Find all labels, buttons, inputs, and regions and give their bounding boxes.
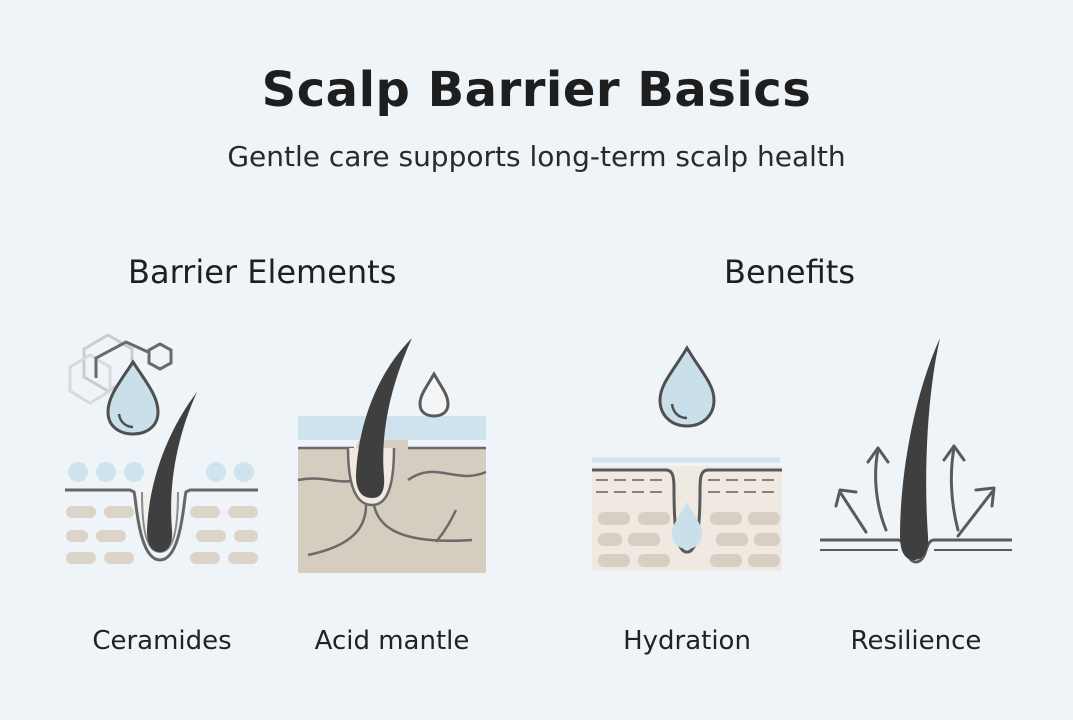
ceramides-icon [65,333,258,564]
item-label-resilience: Resilience [850,626,982,656]
item-label-ceramides: Ceramides [92,626,232,656]
item-label-acid-mantle: Acid mantle [314,626,470,656]
acid-mantle-icon [297,338,487,573]
page-title: Scalp Barrier Basics [261,62,812,118]
section-title-benefits: Benefits [724,253,855,291]
page-subtitle: Gentle care supports long-term scalp hea… [227,140,846,173]
item-label-hydration: Hydration [623,626,751,656]
resilience-icon [820,338,1012,564]
section-title-barrier-elements: Barrier Elements [128,253,397,291]
hydration-icon [592,345,782,571]
